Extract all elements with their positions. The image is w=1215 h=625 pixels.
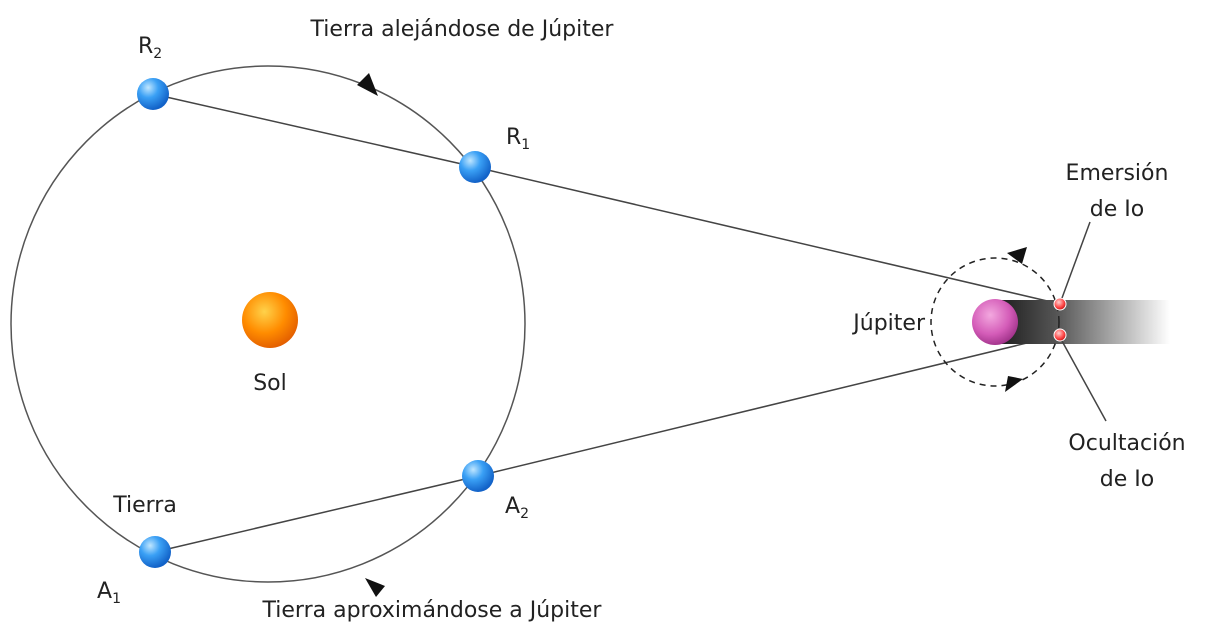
earth-r1-icon [459, 151, 491, 183]
jupiter-shadow [995, 300, 1170, 344]
emersion-leader-line [1061, 221, 1091, 299]
io-orbit-arrow-top-icon [1007, 247, 1027, 264]
emersion-label-line1: Emersión [1066, 161, 1169, 186]
earth-r2-icon [137, 78, 169, 110]
jupiter-label: Júpiter [851, 311, 926, 336]
jupiter-icon [972, 299, 1018, 345]
orbit-arrow-bottom-icon [365, 578, 385, 597]
occultation-label-line2: de Io [1100, 467, 1154, 492]
io-orbit [930, 257, 1060, 387]
earth-receding-label: Tierra alejándose de Júpiter [310, 17, 615, 42]
occultation-label-line1: Ocultación [1068, 431, 1185, 456]
io-emersion-icon [1053, 297, 1067, 311]
earth-a1-icon [139, 536, 171, 568]
sun-icon [242, 292, 298, 348]
position-label-a1: A1 [97, 579, 121, 607]
sight-line-a2-occultation [477, 334, 1061, 477]
earth-label: Tierra [112, 493, 177, 518]
earth-approaching-label: Tierra aproximándose a Júpiter [262, 598, 603, 623]
io-orbit-arrow-bottom-icon [1005, 376, 1023, 392]
position-label-r2: R2 [138, 34, 162, 62]
earth-orbit [10, 65, 526, 583]
position-label-a2: A2 [505, 494, 529, 522]
sight-line-a1-a2 [154, 475, 479, 553]
sun-label: Sol [253, 371, 287, 396]
occultation-leader-line [1061, 340, 1107, 422]
earth-a2-icon [462, 460, 494, 492]
io-occultation-icon [1053, 328, 1067, 342]
sight-line-r1-emersion [474, 166, 1061, 305]
sight-line-r2-r1 [152, 93, 476, 168]
position-label-r1: R1 [506, 125, 530, 153]
orbit-arrow-top-icon [357, 73, 378, 96]
emersion-label-line2: de Io [1090, 197, 1144, 222]
